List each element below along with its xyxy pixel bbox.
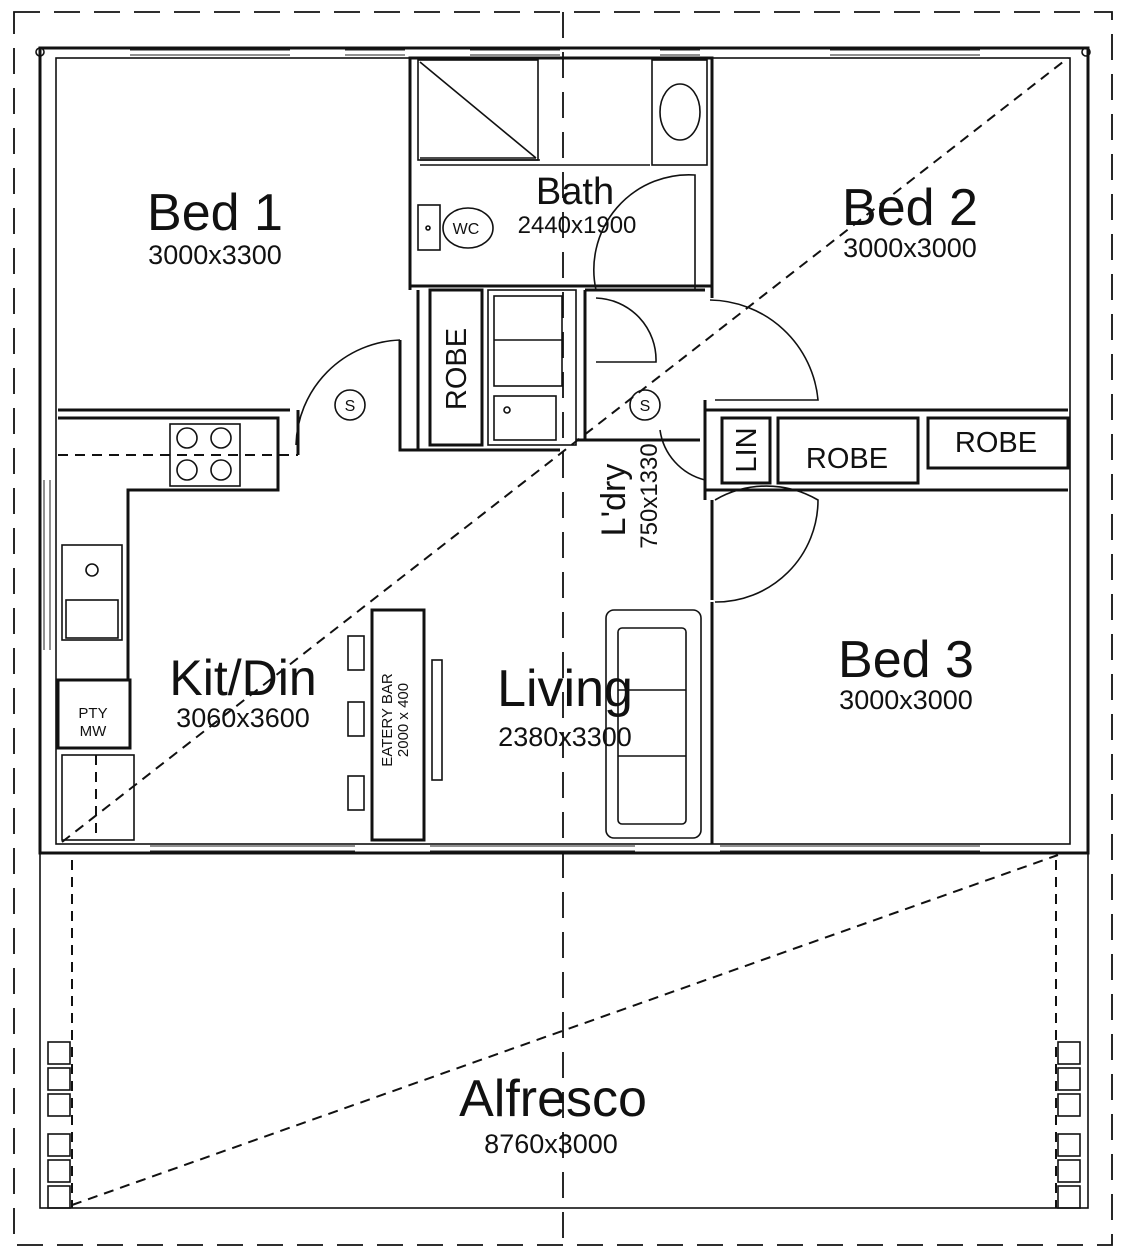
eatery-bar-dims: 2000 x 400 (395, 683, 412, 757)
cooktop-burner-icon (176, 427, 198, 449)
alfresco-slab (39, 852, 1089, 1209)
roof-diagonal-lower (71, 854, 1059, 1206)
robe-bed1-label: ROBE (441, 328, 473, 410)
robe-bed2-label: ROBE (955, 427, 1037, 459)
linen-label: LIN (731, 427, 763, 472)
kitdin-dims: 3060x3600 (176, 703, 310, 733)
bed1-dims: 3000x3300 (148, 240, 282, 270)
bath-dims: 2440x1900 (518, 212, 637, 239)
pantry-box (56, 678, 132, 750)
bed2-dims: 3000x3000 (843, 233, 977, 263)
pantry-label: PTY (78, 705, 107, 722)
alfresco-dims: 8760x3000 (484, 1129, 618, 1159)
bed2-label: Bed 2 (842, 179, 978, 237)
eatery-bar-label: EATERY BAR (379, 673, 396, 767)
windows-top (43, 49, 980, 852)
robe-bed3-box (776, 416, 920, 485)
laundry-dims: 750x1330 (636, 443, 663, 548)
microwave-label: MW (80, 723, 107, 740)
alfresco-label: Alfresco (459, 1070, 647, 1128)
sofa-icon (605, 609, 702, 839)
living-label: Living (497, 660, 633, 718)
smoke-alarm-icon (334, 389, 366, 421)
robe-bed2-box (926, 416, 1070, 470)
sink-icon (61, 544, 123, 641)
robe-bed3-label: ROBE (806, 443, 888, 475)
linen-box (720, 416, 772, 485)
living-dims: 2380x3300 (498, 722, 632, 752)
robe-bed1-box (428, 288, 484, 447)
laundry-label: L'dry (595, 464, 633, 537)
wc-icon (442, 207, 494, 249)
bed1-label: Bed 1 (147, 184, 283, 242)
fridge-box (61, 754, 135, 841)
roof-outline (13, 11, 1113, 1246)
bed3-label: Bed 3 (838, 631, 974, 689)
svg-text:S: S (345, 398, 356, 415)
svg-text:S: S (640, 398, 651, 415)
bath-label: Bath (536, 171, 614, 213)
bed3-dims: 3000x3000 (839, 685, 973, 715)
kitdin-label: Kit/Din (169, 650, 316, 706)
eatery-bar (370, 608, 426, 842)
basin-icon (659, 83, 701, 141)
alfresco-posts (47, 1041, 1081, 1209)
wc-label: WC (453, 221, 480, 238)
roof-diagonal-upper (61, 57, 1069, 843)
smoke-alarm-icon (629, 389, 661, 421)
